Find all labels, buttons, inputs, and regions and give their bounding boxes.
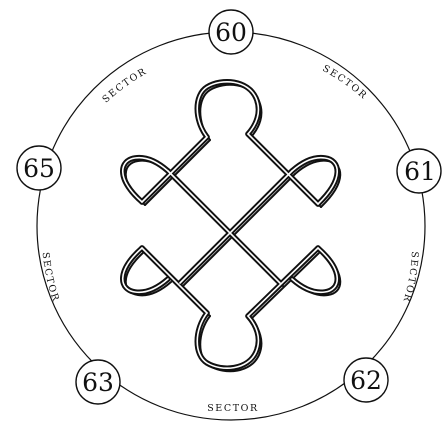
node-label: 65 [23,154,55,183]
node-65: 65 [17,146,61,190]
sector-label-65-60: SECTOR [101,66,150,106]
sector-label-63-65: SECTOR [40,252,62,304]
node-62: 62 [344,358,388,402]
sector-label-62-63: SECTOR [207,403,259,414]
node-label: 63 [82,368,114,397]
node-61: 61 [397,149,441,193]
node-label: 61 [404,157,436,186]
node-label: 60 [215,18,247,47]
sector-label-61-62: SECTOR [400,251,420,304]
node-63: 63 [76,360,120,404]
endless-knot-icon [123,82,341,371]
node-60: 60 [209,10,253,54]
node-label: 62 [350,366,382,395]
